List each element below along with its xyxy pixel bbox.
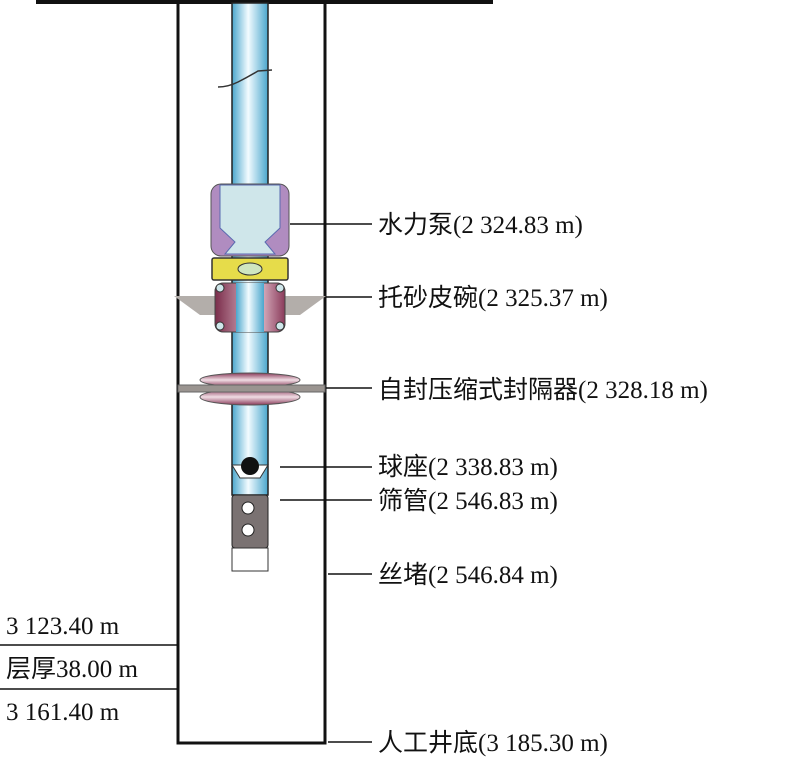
label-ball-seat: 球座(2 338.83 m) — [378, 453, 558, 481]
ball-seat — [231, 457, 269, 479]
packer — [177, 372, 326, 406]
formation-thickness: 层厚38.00 m — [6, 656, 139, 683]
label-sand-cup: 托砂皮碗(2 325.37 m) — [378, 284, 608, 312]
plug — [231, 547, 269, 572]
casing — [176, 2, 327, 745]
formation-bottom-depth: 3 161.40 m — [6, 699, 120, 726]
screen-pipe — [231, 494, 269, 549]
sand-cup — [174, 282, 326, 333]
formation-top-depth: 3 123.40 m — [6, 613, 120, 640]
label-screen-pipe: 筛管(2 546.83 m) — [378, 487, 558, 515]
label-plug: 丝堵(2 546.84 m) — [378, 561, 558, 589]
label-artificial-bottom: 人工井底(3 185.30 m) — [378, 729, 608, 757]
collar — [211, 257, 289, 281]
label-hydraulic-pump: 水力泵(2 324.83 m) — [378, 211, 583, 239]
hydraulic-pump — [210, 183, 290, 257]
leader-lines — [280, 223, 372, 743]
break-mark — [217, 69, 273, 88]
label-packer: 自封压缩式封隔器(2 328.18 m) — [378, 376, 708, 404]
